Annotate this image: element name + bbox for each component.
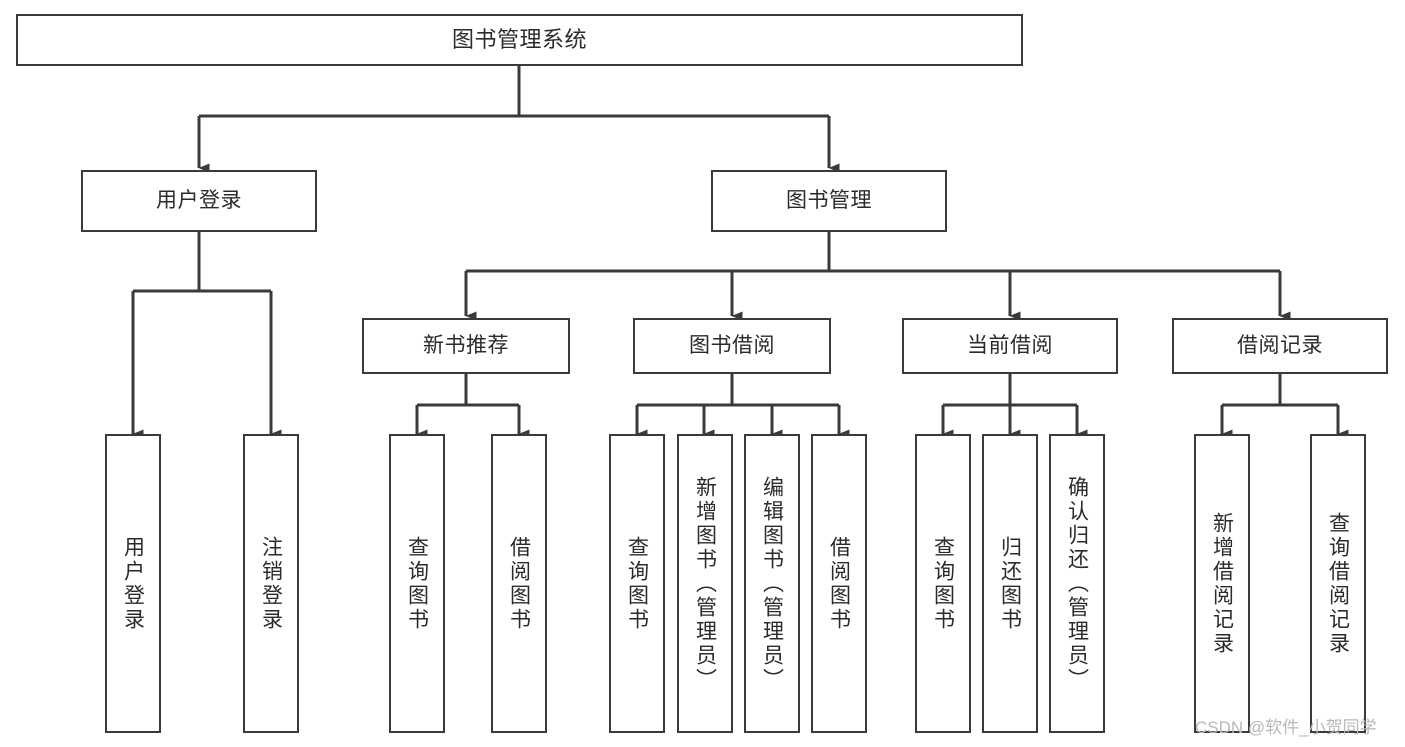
node-leaf-add-borrow-record[interactable]: 新增借阅记录 (1194, 434, 1250, 733)
node-label: 图书管理 (786, 188, 872, 212)
node-leaf-query-book-current[interactable]: 查询图书 (915, 434, 971, 733)
node-leaf-borrow-book[interactable]: 借阅图书 (811, 434, 867, 733)
node-label: 借阅图书 (507, 535, 531, 632)
node-label: 归还图书 (998, 535, 1022, 632)
node-leaf-add-book-admin[interactable]: 新增图书（管理员） (677, 434, 733, 733)
node-label: 查询图书 (625, 535, 649, 632)
node-book-borrow[interactable]: 图书借阅 (633, 318, 831, 374)
node-user-login[interactable]: 用户登录 (81, 170, 317, 232)
node-leaf-user-login[interactable]: 用户登录 (105, 434, 161, 733)
node-label: 新书推荐 (423, 333, 509, 357)
node-label: 用户登录 (121, 535, 145, 632)
node-book-management[interactable]: 图书管理 (711, 170, 947, 232)
node-label: 用户登录 (156, 188, 242, 212)
node-current-borrow[interactable]: 当前借阅 (902, 318, 1118, 374)
node-label: 确认归还（管理员） (1065, 475, 1089, 692)
node-leaf-borrow-book-recommend[interactable]: 借阅图书 (491, 434, 547, 733)
node-label: 借阅图书 (827, 535, 851, 632)
node-label: 注销登录 (259, 535, 283, 632)
node-leaf-confirm-return-admin[interactable]: 确认归还（管理员） (1049, 434, 1105, 733)
node-borrow-record[interactable]: 借阅记录 (1172, 318, 1388, 374)
node-label: 查询借阅记录 (1326, 511, 1350, 656)
node-label: 借阅记录 (1237, 333, 1323, 357)
csdn-watermark: CSDN @软件_小贺同学 (1195, 718, 1377, 737)
node-label: 新增图书（管理员） (693, 475, 717, 692)
node-leaf-query-book-borrow[interactable]: 查询图书 (609, 434, 665, 733)
node-leaf-return-book[interactable]: 归还图书 (982, 434, 1038, 733)
node-label: 查询图书 (931, 535, 955, 632)
node-label: 查询图书 (405, 535, 429, 632)
node-leaf-query-borrow-record[interactable]: 查询借阅记录 (1310, 434, 1366, 733)
node-label: 图书管理系统 (451, 27, 587, 53)
node-root-library-management-system[interactable]: 图书管理系统 (16, 14, 1023, 66)
node-label: 编辑图书（管理员） (760, 475, 784, 692)
node-new-book-recommend[interactable]: 新书推荐 (362, 318, 570, 374)
node-leaf-logout[interactable]: 注销登录 (243, 434, 299, 733)
node-label: 图书借阅 (689, 333, 775, 357)
node-leaf-edit-book-admin[interactable]: 编辑图书（管理员） (744, 434, 800, 733)
node-label: 新增借阅记录 (1210, 511, 1234, 656)
node-leaf-query-book-recommend[interactable]: 查询图书 (389, 434, 445, 733)
node-label: 当前借阅 (967, 333, 1053, 357)
